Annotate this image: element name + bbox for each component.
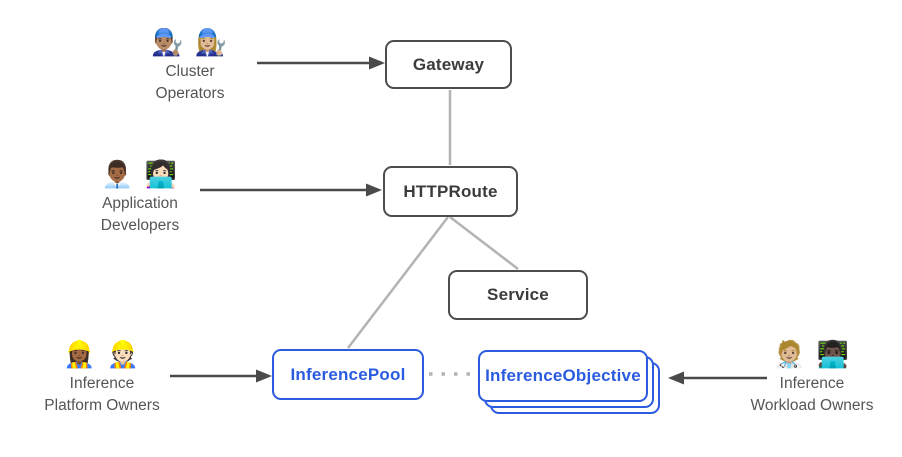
node-httproute: HTTPRoute (383, 166, 518, 217)
node-httproute-label: HTTPRoute (403, 181, 498, 201)
edge-httproute-inferencepool (347, 216, 449, 349)
actor-cluster-operators-label: Cluster Operators (155, 63, 225, 102)
arrow-workload-owners-inferenceobjective (668, 371, 767, 385)
node-gateway: Gateway (385, 40, 512, 89)
node-service: Service (448, 270, 588, 320)
actor-cluster-operators: 👨🏽‍🔧 👩🏼‍🔧 Cluster Operators (115, 26, 265, 105)
actor-inference-platform-owners: 👷🏾‍♀️ 👷🏻 Inference Platform Owners (27, 338, 177, 417)
node-service-label: Service (487, 285, 549, 304)
actor-inference-platform-owners-label: Inference Platform Owners (44, 375, 160, 414)
actor-application-developers-label: Application Developers (100, 195, 180, 234)
actor-inference-workload-owners-label: Inference Workload Owners (750, 375, 874, 414)
actor-application-developers: 👨🏾‍💼 👩🏻‍💻 Application Developers (65, 158, 215, 237)
arrow-cluster-operators-gateway (257, 56, 385, 70)
node-inferencepool-label: InferencePool (290, 364, 406, 384)
arrow-application-developers-httproute (200, 183, 382, 197)
office-worker-technologist-emoji-icon: 👨🏾‍💼 👩🏻‍💻 (101, 159, 179, 189)
node-inferenceobjective: InferenceObjective (478, 350, 648, 402)
health-worker-technologist-emoji-icon: 🧑🏼‍⚕️ 👨🏿‍💻 (773, 339, 851, 369)
node-inferencepool: InferencePool (272, 349, 424, 400)
arrow-platform-owners-inferencepool (170, 369, 272, 383)
actor-inference-workload-owners: 🧑🏼‍⚕️ 👨🏿‍💻 Inference Workload Owners (737, 338, 887, 417)
edge-httproute-service (449, 216, 519, 270)
node-inferenceobjective-label: InferenceObjective (485, 366, 641, 385)
construction-workers-emoji-icon: 👷🏾‍♀️ 👷🏻 (63, 339, 141, 369)
mechanics-emoji-icon: 👨🏽‍🔧 👩🏼‍🔧 (151, 27, 229, 57)
node-gateway-label: Gateway (412, 54, 485, 74)
